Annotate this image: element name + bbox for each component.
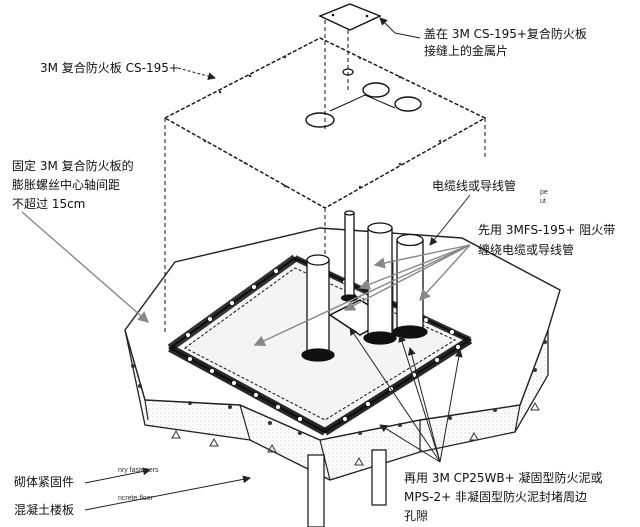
- masonry-fastener-label: 砌体紧固件: [14, 475, 75, 489]
- small-text-fasteners: nry fasteners: [118, 467, 159, 474]
- bottom-pipes: [307, 449, 387, 527]
- sealant-label-line3: 孔隙: [404, 509, 429, 523]
- cover-plate-label-line2: 接缝上的金属片: [424, 44, 509, 58]
- cables: [301, 210, 428, 362]
- anchor-spacing-label-line1: 固定 3M 复合防火板的: [12, 159, 134, 173]
- fire-tape-label-line1: 先用 3MFS-195+ 阻火带: [478, 223, 616, 237]
- exploded-board: [163, 37, 487, 335]
- fire-tape-label-line2: 缠绕电缆或导线管: [478, 243, 575, 257]
- composite-board-label: 3M 复合防火板 CS-195+: [40, 61, 179, 75]
- small-text-floor: ncrete floor: [118, 495, 154, 502]
- cover-plate: [318, 3, 382, 130]
- small-text-ut: ut: [540, 198, 546, 205]
- anchor-spacing-label-line3: 不超过 15cm: [12, 197, 86, 211]
- cover-plate-label-line1: 盖在 3M CS-195+复合防火板: [424, 27, 587, 41]
- sealant-label-line2: MPS-2+ 非凝固型防火泥封堵周边: [404, 490, 588, 504]
- sealant-label-line1: 再用 3M CP25WB+ 凝固型防火泥或: [404, 471, 603, 485]
- anchor-spacing-label-line2: 膨胀螺丝中心轴间距: [12, 178, 121, 192]
- leader-lines: [21, 17, 471, 511]
- cable-conduit-label: 电缆线或导线管: [432, 179, 517, 193]
- small-text-pe: pe: [540, 189, 548, 196]
- concrete-slab-label: 混凝土楼板: [14, 503, 75, 517]
